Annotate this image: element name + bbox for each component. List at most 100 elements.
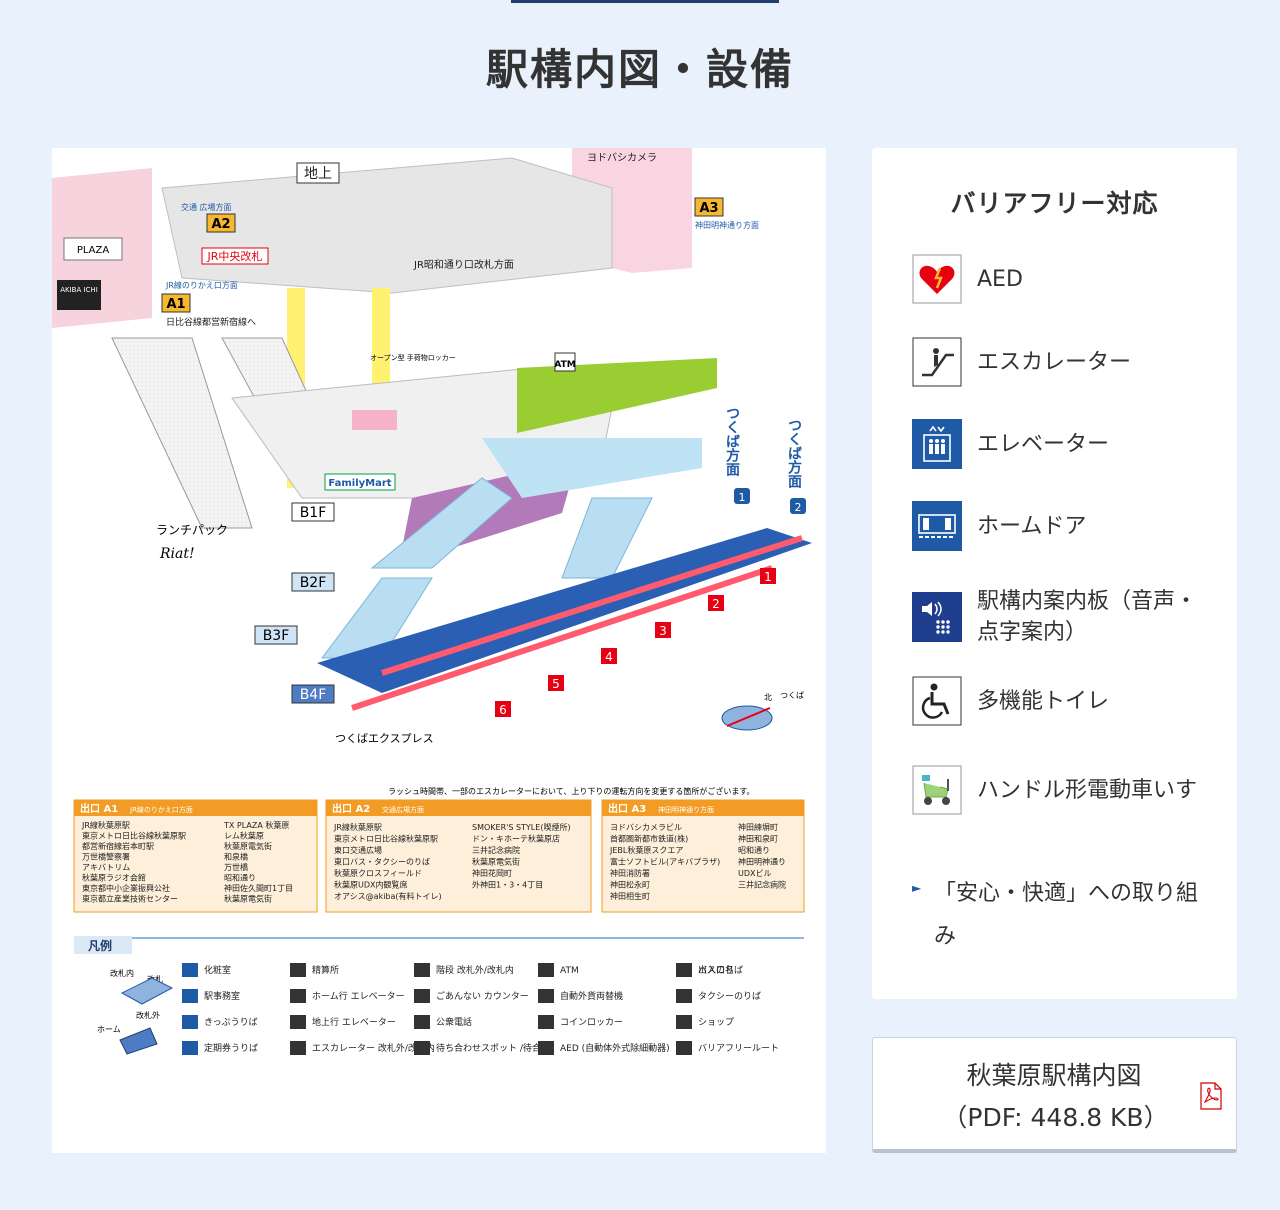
track-2: 2 — [712, 597, 720, 611]
exit-a3-item: 三井記念病院 — [738, 880, 786, 890]
legend-home: ホーム — [97, 1025, 121, 1034]
exit-a2-item: 秋葉原電気街 — [472, 857, 520, 867]
bf-label-accessible-toilet: 多機能トイレ — [977, 688, 1110, 714]
anshin-kaiteki-link[interactable]: ► 「安心・快適」への取り組み — [912, 872, 1202, 958]
station-map[interactable]: 地上 ヨドバシカメラ A2 交通 広場方面 A3 神田明神通り方面 A1 JR線… — [52, 148, 826, 1153]
legend-icon — [414, 963, 430, 977]
pdf-info: （PDF: 448.8 KB） — [942, 1103, 1169, 1132]
legend-item: 自動外貨両替機 — [560, 990, 623, 1002]
legend-icon — [290, 963, 306, 977]
exit-a2-item: 外神田1・3・4丁目 — [472, 880, 543, 890]
bf-item-platform-door: ホームドア — [912, 501, 1202, 551]
jr-showa-gate: JR昭和通り口改札方面 — [413, 258, 514, 271]
exit-a1-badge: A1 — [166, 297, 185, 312]
exit-a3-item: UDXビル — [738, 869, 772, 878]
legend-item: 地上行 エレベーター — [312, 1016, 396, 1028]
locker-label: オープン型 手荷物ロッカー — [370, 353, 456, 362]
escalator-1 — [370, 477, 513, 569]
tsukuba-platform-1: 1 — [739, 491, 746, 504]
legend-item: エスカレーター 改札外/改札内 — [312, 1042, 435, 1054]
elevator-icon — [912, 419, 962, 469]
guide-board-icon — [912, 592, 962, 642]
barrier-free-panel: バリアフリー対応 AED エスカレーター エレベーター — [872, 148, 1237, 999]
legend-title: 凡例 — [88, 938, 112, 953]
track-6: 6 — [499, 703, 507, 717]
exit-a1-item: 秋葉原電気街 — [224, 894, 272, 904]
rush-notice: ラッシュ時間帯、一部のエスカレーターにおいて、上り下りの運転方向を変更する箇所が… — [388, 786, 755, 796]
track-4: 4 — [605, 650, 613, 664]
ticket-area — [517, 358, 717, 433]
exit-a3-item: ヨドバシカメラビル — [610, 823, 682, 832]
exit-a1-direction: JR線のりかえ口方面 — [129, 805, 193, 814]
exit-a2-item: 神田花岡町 — [472, 868, 512, 878]
legend-item: バリアフリールート — [698, 1043, 779, 1054]
tsukuba-dir-1: つくば方面 — [724, 406, 740, 477]
exit-a1-item: 東京都立産業技術センター — [82, 894, 178, 904]
plaza-label: PLAZA — [77, 245, 110, 256]
mobility-scooter-icon — [912, 765, 962, 815]
exit-a1-item: 都営新宿線岩本町駅 — [82, 841, 154, 851]
exit-panel-a2: 出口 A2 交通広場方面 JR線秋葉原駅東京メトロ日比谷線秋葉原駅東口交通広場東… — [325, 799, 592, 913]
exit-a3-item: 神田練塀町 — [738, 822, 778, 832]
exit-a1-item: 秋葉原ラジオ会館 — [82, 873, 146, 883]
pdf-download-button[interactable]: 秋葉原駅構内図 （PDF: 448.8 KB） — [872, 1037, 1237, 1153]
exit-panel-a1: 出口 A1 JR線のりかえ口方面 JR線秋葉原駅東京メトロ日比谷線秋葉原駅都営新… — [73, 799, 318, 913]
track-5: 5 — [552, 677, 560, 691]
legend-item: 待ち合わせスポット /待合室 — [436, 1042, 550, 1054]
legend-icon — [290, 1041, 306, 1055]
riat-label: Riat! — [159, 546, 195, 562]
escalator-2 — [561, 497, 653, 579]
tsukuba-platform-2: 2 — [795, 501, 802, 514]
legend-icon — [676, 1041, 692, 1055]
legend-icon — [290, 1015, 306, 1029]
legend-item: タクシーのりば — [698, 991, 761, 1002]
exit-a2-item: オアシス@akiba(有料トイレ) — [334, 891, 442, 901]
escalator-icon — [912, 337, 962, 387]
atm-label: ATM — [554, 360, 575, 370]
bf-label-platform-door: ホームドア — [977, 513, 1087, 539]
anshin-kaiteki-link-text[interactable]: 「安心・快適」への取り組み — [934, 881, 1199, 949]
pdf-name: 秋葉原駅構内図 — [966, 1061, 1142, 1090]
exit-a1-item: 東京メトロ日比谷線秋葉原駅 — [82, 831, 186, 841]
b4f-tag: B4F — [300, 687, 327, 703]
legend-icon — [414, 989, 430, 1003]
legend-icon — [414, 1015, 430, 1029]
legend-item: 駅事務室 — [204, 990, 240, 1002]
akiba-label: AKIBA ICHI — [60, 286, 98, 294]
exit-a3-item: 昭和通り — [738, 845, 770, 855]
exit-a2-badge: A2 — [211, 217, 230, 232]
bf-item-guide-board: 駅構内案内板（音声・点字案内） — [912, 586, 1202, 648]
legend-item: 化粧室 — [204, 964, 231, 976]
exit-a3-item: 神田明神通り — [738, 857, 786, 867]
exit-a3-item: JEBL秋葉原スクエア — [609, 845, 683, 855]
bf-item-mobility-scooter: ハンドル形電動車いす — [912, 765, 1202, 815]
top-rule — [511, 0, 779, 3]
exit-a2-item: SMOKER'S STYLE(喫煙所) — [472, 822, 571, 832]
legend-icon — [182, 989, 198, 1003]
ground-level — [161, 157, 613, 294]
bf-label-aed: AED — [977, 266, 1023, 292]
track-line-upper — [381, 535, 803, 676]
exit-a1-item: 東京都中小企業振興公社 — [82, 883, 170, 893]
exit-a1-item: 和泉橋 — [224, 852, 248, 862]
accessible-toilet-icon — [912, 676, 962, 726]
legend-icon — [290, 989, 306, 1003]
legend-icon — [182, 963, 198, 977]
legend-icon — [182, 1015, 198, 1029]
legend-item: 階段 改札外/改札内 — [436, 964, 514, 976]
legend-item: ショップ — [698, 1017, 734, 1028]
jr-central-gate: JR中央改札 — [207, 249, 263, 263]
exit-a1-code: 出口 A1 — [80, 802, 118, 815]
exit-a3-item: 神田和泉町 — [738, 834, 778, 844]
legend-item: 出入口名 — [698, 964, 734, 976]
track-1: 1 — [764, 570, 772, 584]
exit-a2-item: 東口バス・タクシーのりば — [334, 857, 430, 867]
exit-a2-direction: 交通広場方面 — [382, 805, 424, 814]
compass-tsukuba: つくば — [780, 691, 804, 700]
bf-label-escalator: エスカレーター — [977, 349, 1132, 375]
legend-icon — [182, 1041, 198, 1055]
tsukuba-dir-2: つくば方面 — [786, 418, 802, 489]
exit-a3-item: 神田消防署 — [610, 868, 650, 878]
legend-icon — [538, 1041, 554, 1055]
exit-a3-item: 神田松永町 — [610, 880, 650, 890]
